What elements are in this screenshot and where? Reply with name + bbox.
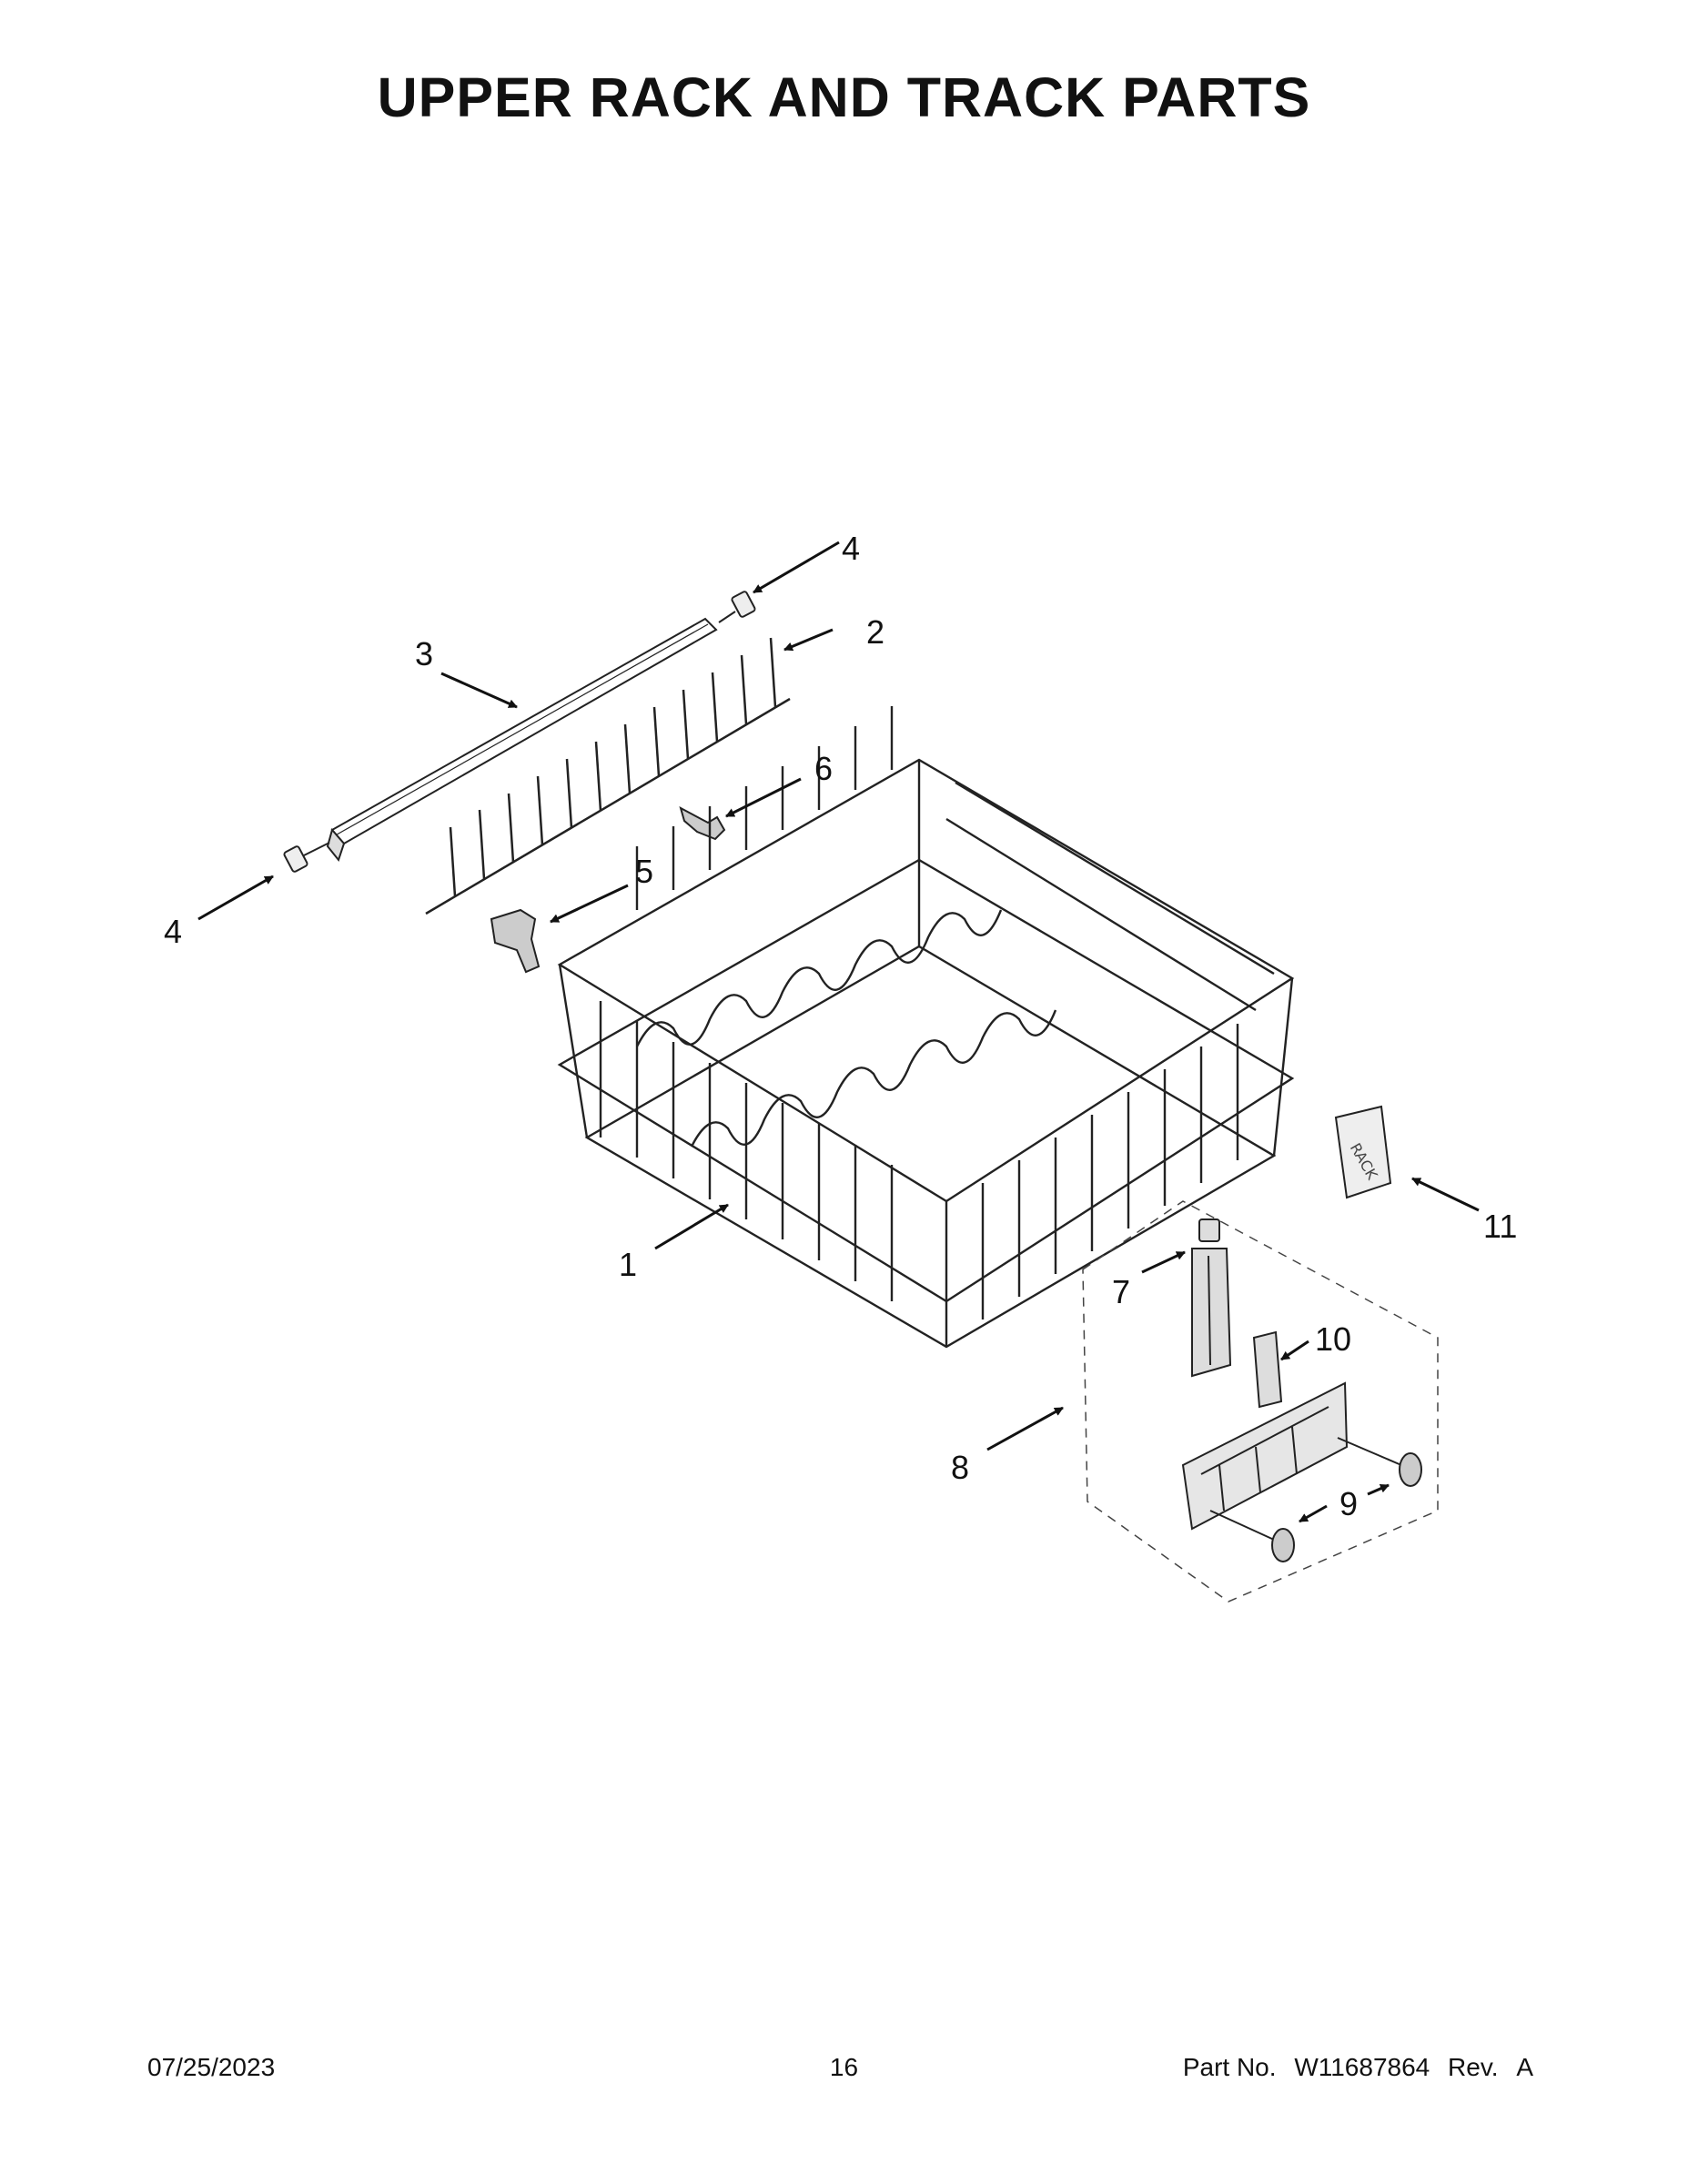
callout-7: 7 <box>1112 1273 1130 1310</box>
callout-3: 3 <box>415 635 433 672</box>
callout-6: 6 <box>814 750 833 787</box>
callout-2: 2 <box>866 613 884 651</box>
callout-8: 8 <box>951 1449 969 1486</box>
part-number-label: Part No. <box>1182 2053 1277 2081</box>
tine-row <box>425 637 791 915</box>
adjuster-body <box>1181 1381 1349 1531</box>
revision-label: Rev. <box>1448 2053 1499 2081</box>
callout-10: 10 <box>1315 1320 1351 1358</box>
track-stop-rear <box>718 591 756 623</box>
callout-11: 11 <box>1483 1208 1517 1245</box>
footer-date: 07/25/2023 <box>147 2053 276 2081</box>
rack-wheel-right <box>1337 1437 1422 1487</box>
rack-wheel-left <box>1209 1510 1295 1562</box>
callout-4-rear: 4 <box>842 530 860 567</box>
rack-clip <box>679 806 726 841</box>
footer-part-info: Part No. W11687864 Rev. A <box>1172 2053 1533 2082</box>
part-number: W11687864 <box>1294 2053 1430 2081</box>
adjuster-assembly-boundary <box>1082 1200 1439 1603</box>
callout-1: 1 <box>619 1246 637 1283</box>
track-stop-front <box>283 842 330 873</box>
callout-4-front: 4 <box>164 913 182 950</box>
rack-label: RACK <box>1334 1105 1392 1199</box>
callout-9: 9 <box>1339 1485 1358 1522</box>
release-clip <box>1252 1330 1283 1409</box>
callout-5: 5 <box>635 853 653 890</box>
adjuster-handle <box>1191 1218 1232 1378</box>
track-rail <box>326 617 718 863</box>
footer-page-number: 16 <box>829 2053 859 2081</box>
callout-arrows <box>197 541 1480 1523</box>
tine-pivot <box>490 908 541 974</box>
upper-rack <box>557 706 1295 1349</box>
page-title: UPPER RACK AND TRACK PARTS <box>377 66 1311 128</box>
revision-value: A <box>1516 2053 1533 2081</box>
